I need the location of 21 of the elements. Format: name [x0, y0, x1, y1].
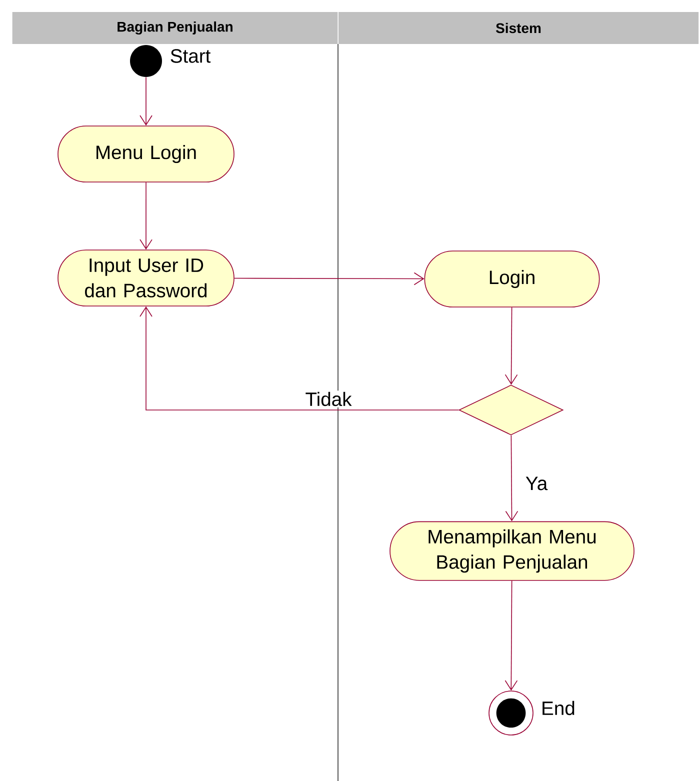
arrow [505, 434, 518, 522]
end-node [488, 690, 534, 736]
swimlane-header: Bagian Penjualan [12, 12, 338, 44]
activity-box: Menu Login [58, 126, 234, 182]
activity-box: Input User ID dan Password [58, 250, 234, 306]
node-label: Start [170, 49, 211, 63]
edge-label: Tidak [304, 390, 354, 408]
arrow [140, 76, 152, 126]
arrow [140, 182, 152, 250]
node-label: End [542, 700, 574, 716]
arrow [140, 306, 459, 410]
arrow [234, 272, 424, 286]
activity-box: Login [424, 250, 600, 308]
node-label: Bagian Penjualan [118, 21, 232, 35]
start-node [130, 45, 162, 77]
activity-box: Menampilkan Menu Bagian Penjualan [390, 521, 634, 581]
arrow [504, 580, 518, 691]
edge-label: Ya [524, 475, 549, 492]
arrow [504, 307, 518, 385]
node-label: Sistem [496, 22, 541, 34]
swimlane-header: Sistem [338, 12, 699, 44]
